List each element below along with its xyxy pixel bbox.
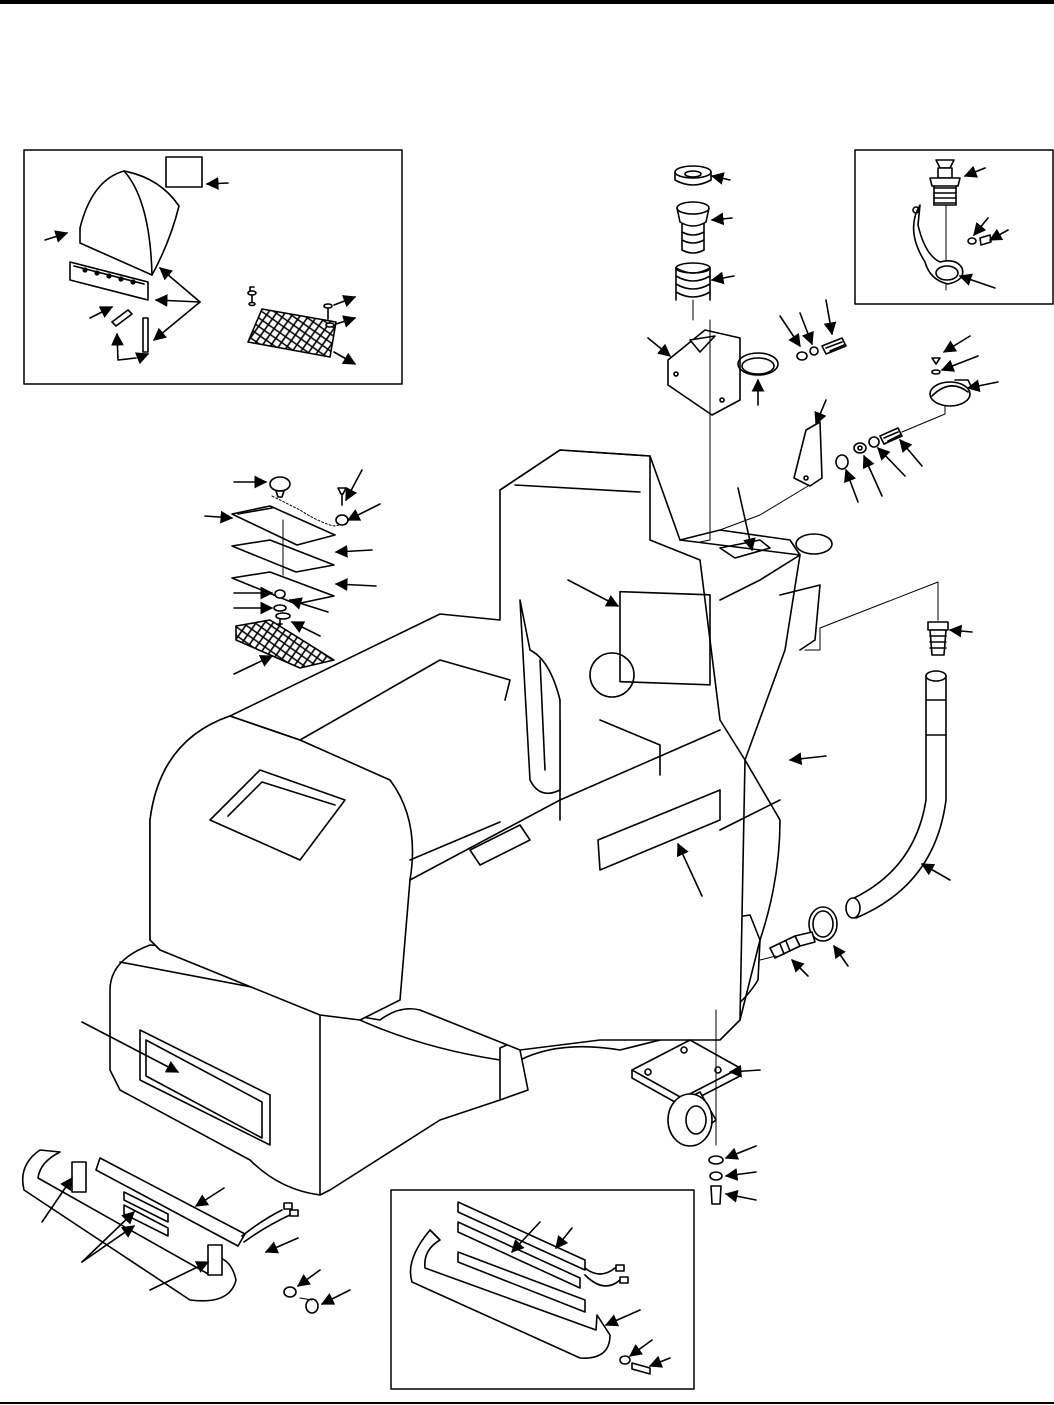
arrow-icon (266, 1238, 298, 1252)
arrow-icon (726, 1172, 756, 1176)
arrow-icon (726, 1194, 756, 1200)
arrow-icon (334, 297, 355, 305)
arrow-icon (207, 183, 228, 184)
drain-hose-parts (760, 582, 972, 976)
arrow-icon (650, 1358, 670, 1366)
fill-port-stack (648, 166, 846, 550)
arrow-icon (878, 448, 905, 476)
arrow-icon (336, 584, 376, 586)
arrow-icon (336, 318, 355, 324)
arrow-icon (726, 1146, 756, 1158)
arrow-icon (648, 338, 670, 356)
arrow-icon (900, 440, 922, 466)
seat-mesh-pad (248, 287, 336, 357)
arrow-icon (160, 268, 200, 302)
arrow-icon (968, 382, 998, 388)
arrow-icon (816, 400, 826, 424)
arrow-icon (960, 276, 995, 288)
arrow-icon (864, 456, 882, 496)
arrow-icon (606, 1310, 640, 1325)
arrow-icon (950, 630, 972, 632)
hinge-pin (112, 310, 132, 326)
arrow-icon (922, 864, 950, 880)
arrow-icon (974, 218, 988, 235)
arrow-icon (942, 356, 978, 370)
arrow-icon (348, 504, 380, 520)
arrow-icon (712, 218, 732, 220)
arrow-icon (196, 1188, 224, 1206)
arrow-icon (117, 334, 136, 360)
battery-tray-inset (391, 1190, 694, 1389)
arrow-icon (990, 230, 1008, 240)
hose-barb-fitting (770, 932, 815, 958)
seat-decal (166, 157, 202, 187)
drain-plug-inset (855, 150, 1053, 304)
arrow-icon (834, 946, 848, 966)
arrow-icon (336, 550, 372, 552)
arrow-icon (712, 276, 734, 280)
arrow-icon (298, 1270, 320, 1286)
arrow-icon (234, 656, 272, 674)
arrow-icon (334, 352, 355, 364)
seat-cushion-inset (24, 150, 402, 384)
arrow-icon (156, 300, 200, 302)
cover-plate-parts (205, 470, 380, 674)
arrow-icon (138, 354, 148, 358)
drain-hose (850, 676, 946, 918)
arrow-icon (965, 168, 985, 176)
seat-cushion (80, 171, 179, 275)
arrow-icon (90, 307, 112, 318)
lid-hinge-parts (720, 336, 998, 530)
arrow-icon (556, 1228, 572, 1248)
arrow-icon (346, 470, 362, 500)
arrow-icon (800, 313, 812, 344)
arrow-icon (826, 300, 832, 334)
arrow-icon (790, 756, 826, 760)
arrow-icon (630, 1340, 652, 1356)
hinge-pin-2 (143, 318, 148, 352)
arrow-icon (846, 470, 858, 502)
o-ring (738, 353, 778, 375)
arrow-icon (712, 176, 730, 180)
arrow-icon (792, 960, 808, 976)
arrow-icon (322, 1290, 350, 1304)
arrow-icon (154, 302, 200, 340)
arrow-icon (780, 316, 800, 346)
arrow-icon (944, 336, 970, 352)
arrow-icon (45, 233, 67, 240)
drain-strap (914, 205, 963, 284)
arrow-icon (205, 516, 232, 518)
arrow-icon (292, 622, 320, 636)
main-chassis (82, 450, 832, 1195)
